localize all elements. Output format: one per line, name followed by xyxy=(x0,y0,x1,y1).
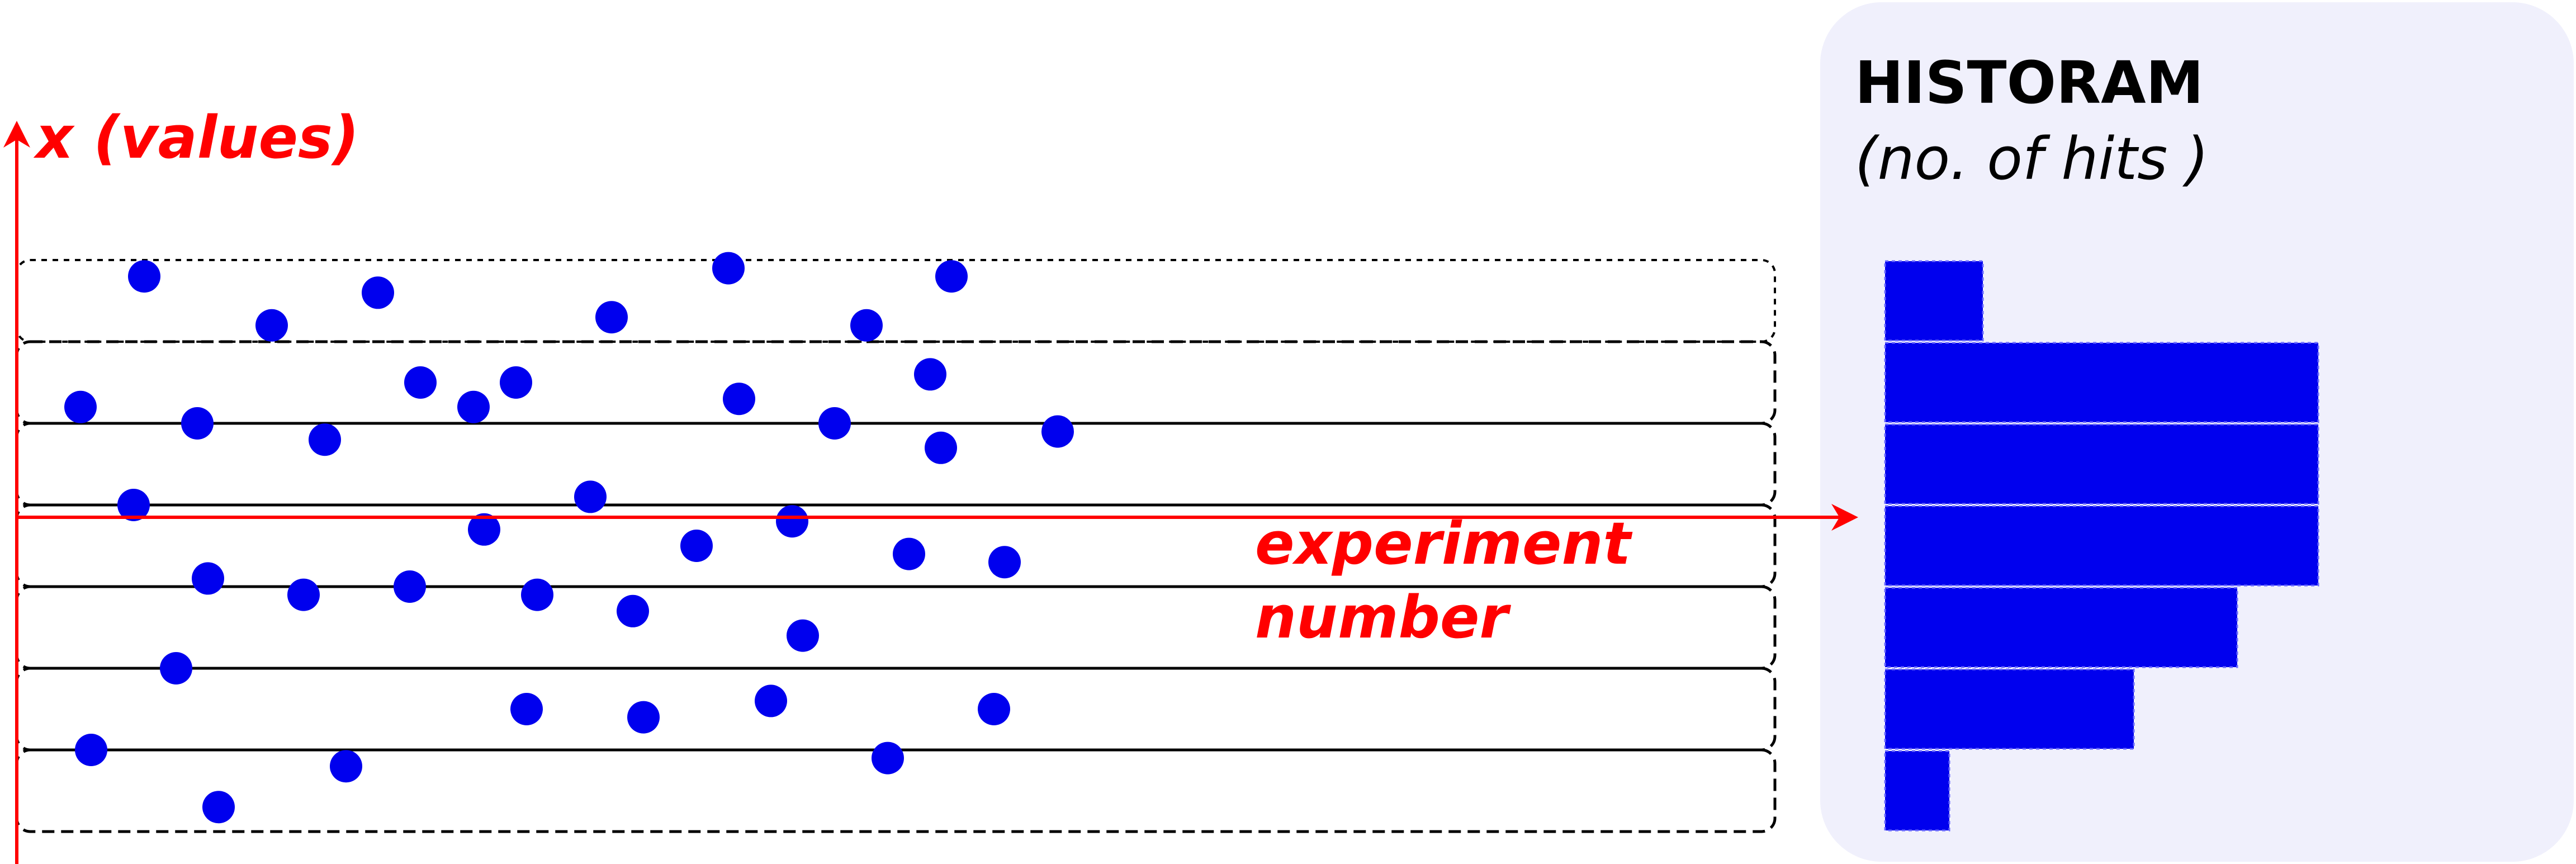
scatter-point xyxy=(680,530,713,562)
scatter-point xyxy=(128,260,160,293)
scatter-point xyxy=(510,693,543,725)
scatter-points xyxy=(64,252,1074,824)
histogram-bars xyxy=(1884,260,2319,832)
scatter-point xyxy=(755,684,787,717)
scatter-point xyxy=(818,407,851,440)
scatter-point xyxy=(404,366,437,399)
histogram-bar xyxy=(1884,750,1950,832)
y-axis-label: x (values) xyxy=(33,103,359,172)
scatter-point xyxy=(978,693,1010,725)
histogram-bar xyxy=(1884,342,2319,423)
bin-box xyxy=(16,259,1776,343)
histogram-bar xyxy=(1884,423,2319,505)
bin-box xyxy=(15,422,1777,507)
bin-box xyxy=(15,667,1777,752)
scatter-point xyxy=(309,423,341,456)
histogram-bar xyxy=(1884,505,2319,587)
histogram-bar xyxy=(1884,587,2238,668)
scatter-point xyxy=(1041,415,1074,448)
scatter-point xyxy=(574,480,607,513)
bin-box xyxy=(15,503,1777,588)
scatter-point xyxy=(617,594,649,627)
scatter-point xyxy=(457,390,490,423)
scatter-point xyxy=(787,619,819,652)
scatter-point xyxy=(595,301,628,334)
histogram-subtitle: (no. of hits ) xyxy=(1855,125,2209,193)
scatter-point xyxy=(935,260,968,293)
scatter-point xyxy=(192,562,224,595)
scatter-point xyxy=(362,276,394,309)
scatter-point xyxy=(330,750,362,783)
bin-box xyxy=(15,585,1777,670)
x-axis-label-line1: experiment xyxy=(1255,509,1632,578)
scatter-point xyxy=(468,513,500,546)
scatter-point xyxy=(500,366,532,399)
scatter-point xyxy=(75,734,107,766)
histogram-bar xyxy=(1884,668,2135,750)
scatter-point xyxy=(521,578,553,611)
scatter-point xyxy=(287,578,320,611)
scatter-point xyxy=(914,358,946,391)
scatter-point xyxy=(202,791,235,824)
scatter-point xyxy=(850,309,883,342)
scatter-point xyxy=(117,489,150,521)
scatter-point xyxy=(64,390,97,423)
scatter-point xyxy=(181,407,214,440)
scatter-point xyxy=(627,701,660,734)
scatter-point xyxy=(893,537,925,570)
histogram-title: HISTORAM xyxy=(1855,49,2204,117)
scatter-point xyxy=(925,431,957,464)
histogram-bar xyxy=(1884,260,1984,342)
scatter-point xyxy=(255,309,288,342)
bin-box xyxy=(15,340,1777,425)
scatter-point xyxy=(723,383,755,416)
scatter-point xyxy=(160,652,192,684)
x-axis-label-line2: number xyxy=(1255,583,1511,651)
scatter-point xyxy=(712,252,745,285)
scatter-point xyxy=(394,570,426,603)
scatter-point xyxy=(872,742,904,775)
scatter-point xyxy=(776,505,808,538)
scatter-point xyxy=(988,546,1021,579)
